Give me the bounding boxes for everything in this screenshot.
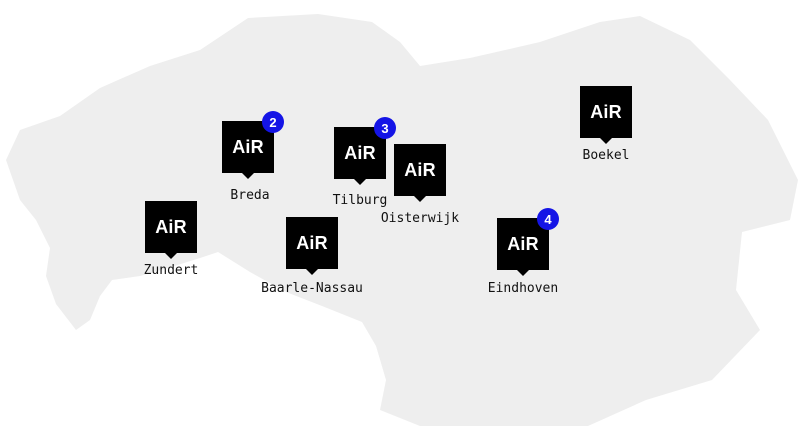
air-pin-oisterwijk[interactable]: AiR (394, 144, 446, 202)
count-badge-tilburg: 3 (374, 117, 396, 139)
count-badge-eindhoven: 4 (537, 208, 559, 230)
air-logo-text: AiR (590, 101, 622, 122)
city-label-breda: Breda (230, 188, 270, 203)
marker-boekel[interactable]: AiR (580, 86, 632, 148)
city-label-baarle-nassau: Baarle-Nassau (261, 281, 363, 296)
city-label-oisterwijk: Oisterwijk (380, 211, 460, 226)
marker-breda[interactable]: AiR 2 (222, 111, 284, 183)
air-logo-text: AiR (344, 142, 376, 163)
city-label-boekel: Boekel (582, 148, 630, 163)
air-logo-text: AiR (507, 233, 539, 254)
air-pin-breda[interactable]: AiR (222, 121, 274, 179)
air-logo-text: AiR (296, 232, 328, 253)
marker-oisterwijk[interactable]: AiR (394, 144, 446, 206)
marker-baarle-nassau[interactable]: AiR (286, 217, 338, 279)
marker-eindhoven[interactable]: AiR 4 (497, 208, 559, 280)
city-label-tilburg: Tilburg (332, 193, 388, 208)
air-logo-text: AiR (232, 136, 264, 157)
marker-zundert[interactable]: AiR (145, 201, 197, 263)
air-pin-baarle-nassau[interactable]: AiR (286, 217, 338, 275)
air-logo-text: AiR (155, 216, 187, 237)
marker-tilburg[interactable]: AiR 3 (334, 117, 396, 189)
count-badge-breda: 2 (262, 111, 284, 133)
air-logo-text: AiR (404, 159, 436, 180)
city-label-eindhoven: Eindhoven (487, 281, 559, 296)
city-label-zundert: Zundert (143, 263, 199, 278)
air-pin-zundert[interactable]: AiR (145, 201, 197, 259)
air-pin-boekel[interactable]: AiR (580, 86, 632, 144)
